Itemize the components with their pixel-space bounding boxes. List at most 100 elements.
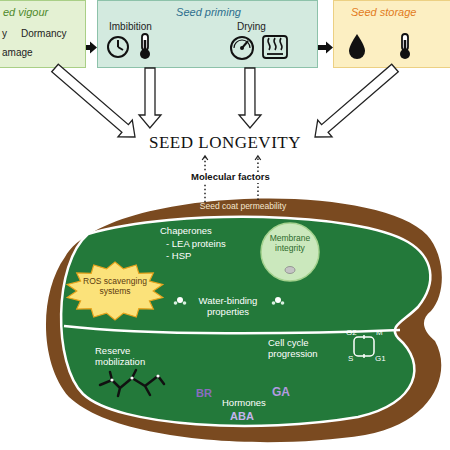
cell-cycle-symbol <box>354 335 374 358</box>
hollow-arrow-body <box>139 68 161 128</box>
outcome-title: SEED LONGEVITY <box>135 128 315 156</box>
gauge-dial <box>231 37 253 59</box>
black-arrow-body <box>318 42 333 54</box>
reserve-node <box>156 374 159 377</box>
hormone-label: GA <box>272 386 290 400</box>
hollow-arrow-body <box>315 64 398 137</box>
water-molecule <box>272 297 285 305</box>
cycle-phase: G2 <box>346 328 357 337</box>
clock-hand <box>118 47 123 50</box>
droplet-icon <box>349 34 365 59</box>
section-label: Molecular factors <box>188 172 273 183</box>
black-arrow <box>318 42 333 54</box>
node-text: Dormancy <box>21 28 67 40</box>
gauge-needle <box>242 41 248 48</box>
heat-bar <box>267 53 283 55</box>
arrow-head <box>202 156 208 160</box>
cycle-tick <box>363 335 365 339</box>
reserve-branch <box>100 370 164 396</box>
ros-starburst: ROS scavenging systems <box>66 262 164 320</box>
stage-box: Seed storage <box>333 0 450 68</box>
node-text: - HSP <box>166 251 191 262</box>
thermometer-bulb <box>140 49 150 59</box>
hydrogen-atom <box>183 301 187 305</box>
node-text: Hormones <box>222 398 266 409</box>
cycle-phase: M <box>376 328 383 337</box>
node-text: Reserve mobilization <box>95 346 165 368</box>
hollow-arrow <box>239 68 261 128</box>
heat-wave <box>274 38 276 50</box>
node-text: - LEA proteins <box>166 239 226 250</box>
clock-hand <box>117 40 119 47</box>
clock-face <box>108 37 128 57</box>
hollow-arrow-body <box>239 68 261 128</box>
reserve-network <box>100 370 164 396</box>
heat-icon <box>263 36 287 58</box>
thermometer-stem <box>142 34 148 50</box>
node-text: ed vigour <box>3 6 48 19</box>
hormone-label: ABA <box>230 410 254 423</box>
node-text: Seed storage <box>351 6 416 19</box>
thermometer-fill <box>404 40 407 52</box>
thermometer-stem <box>402 34 408 50</box>
hydrogen-atom <box>281 301 285 305</box>
heat-wave <box>280 38 282 50</box>
node-text: Seed coat permeability <box>178 202 308 212</box>
hollow-arrow <box>52 64 135 137</box>
seed-embryo: Chaperones - LEA proteins- HSP Water-bindi… <box>58 212 440 427</box>
cycle-tick <box>363 354 365 358</box>
seed-coat: Seed coat permeabilityChaperones - LEA pr… <box>45 195 445 440</box>
oxygen-atom <box>275 297 281 303</box>
gauge-icon <box>231 37 253 59</box>
heat-wave <box>268 38 270 50</box>
water-molecule <box>174 297 187 305</box>
membrane-circle-shape <box>261 223 319 281</box>
hormone-label: BR <box>196 387 212 400</box>
node-text: Membrane integrity <box>262 234 318 254</box>
hollow-arrow <box>139 68 161 128</box>
hollow-arrow <box>315 64 398 137</box>
hydrogen-atom <box>272 301 276 305</box>
thermometer-fill <box>144 40 147 52</box>
reserve-node <box>130 376 133 379</box>
black-arrow-body <box>86 42 97 54</box>
hollow-arrow-body <box>52 64 135 137</box>
hydrogen-atom <box>174 301 178 305</box>
seed-embryo-shape <box>61 217 430 426</box>
membrane-circle: Membrane integrity <box>260 222 320 282</box>
seed-coat-shape <box>46 198 442 442</box>
node-text: Cell cycle progression <box>268 338 336 360</box>
cycle-phase: S <box>348 354 353 363</box>
node-text: Seed priming <box>98 6 319 19</box>
black-arrow <box>86 42 97 54</box>
gauge-scale <box>234 40 250 48</box>
oxygen-atom <box>177 297 183 303</box>
node-text: Chaperones <box>160 226 212 237</box>
thermometer-icon <box>400 34 410 59</box>
node-text: SEED LONGEVITY <box>135 133 315 153</box>
node-text: ROS scavenging systems <box>80 277 150 297</box>
clock-icon <box>108 37 128 57</box>
heat-frame <box>263 36 287 58</box>
node-text: y <box>2 28 7 40</box>
cycle-loop <box>354 337 374 356</box>
thermometer-bulb <box>400 49 410 59</box>
cycle-phase: G1 <box>375 354 386 363</box>
ros-starburst-shape <box>67 262 163 320</box>
node-text: Drying <box>237 21 266 33</box>
stage-box: ed vigour y Dormancy amage <box>0 0 86 68</box>
node-text: Water-binding properties <box>188 296 268 318</box>
stage-box: Seed primingImbibition Drying <box>97 0 318 68</box>
organelle <box>285 267 295 274</box>
arrow-head <box>255 156 261 160</box>
thermometer-icon <box>140 34 150 59</box>
node-text: Imbibition <box>109 21 152 33</box>
reserve-node <box>110 378 113 381</box>
gauge-pivot <box>240 46 244 50</box>
node-text: amage <box>2 47 33 59</box>
